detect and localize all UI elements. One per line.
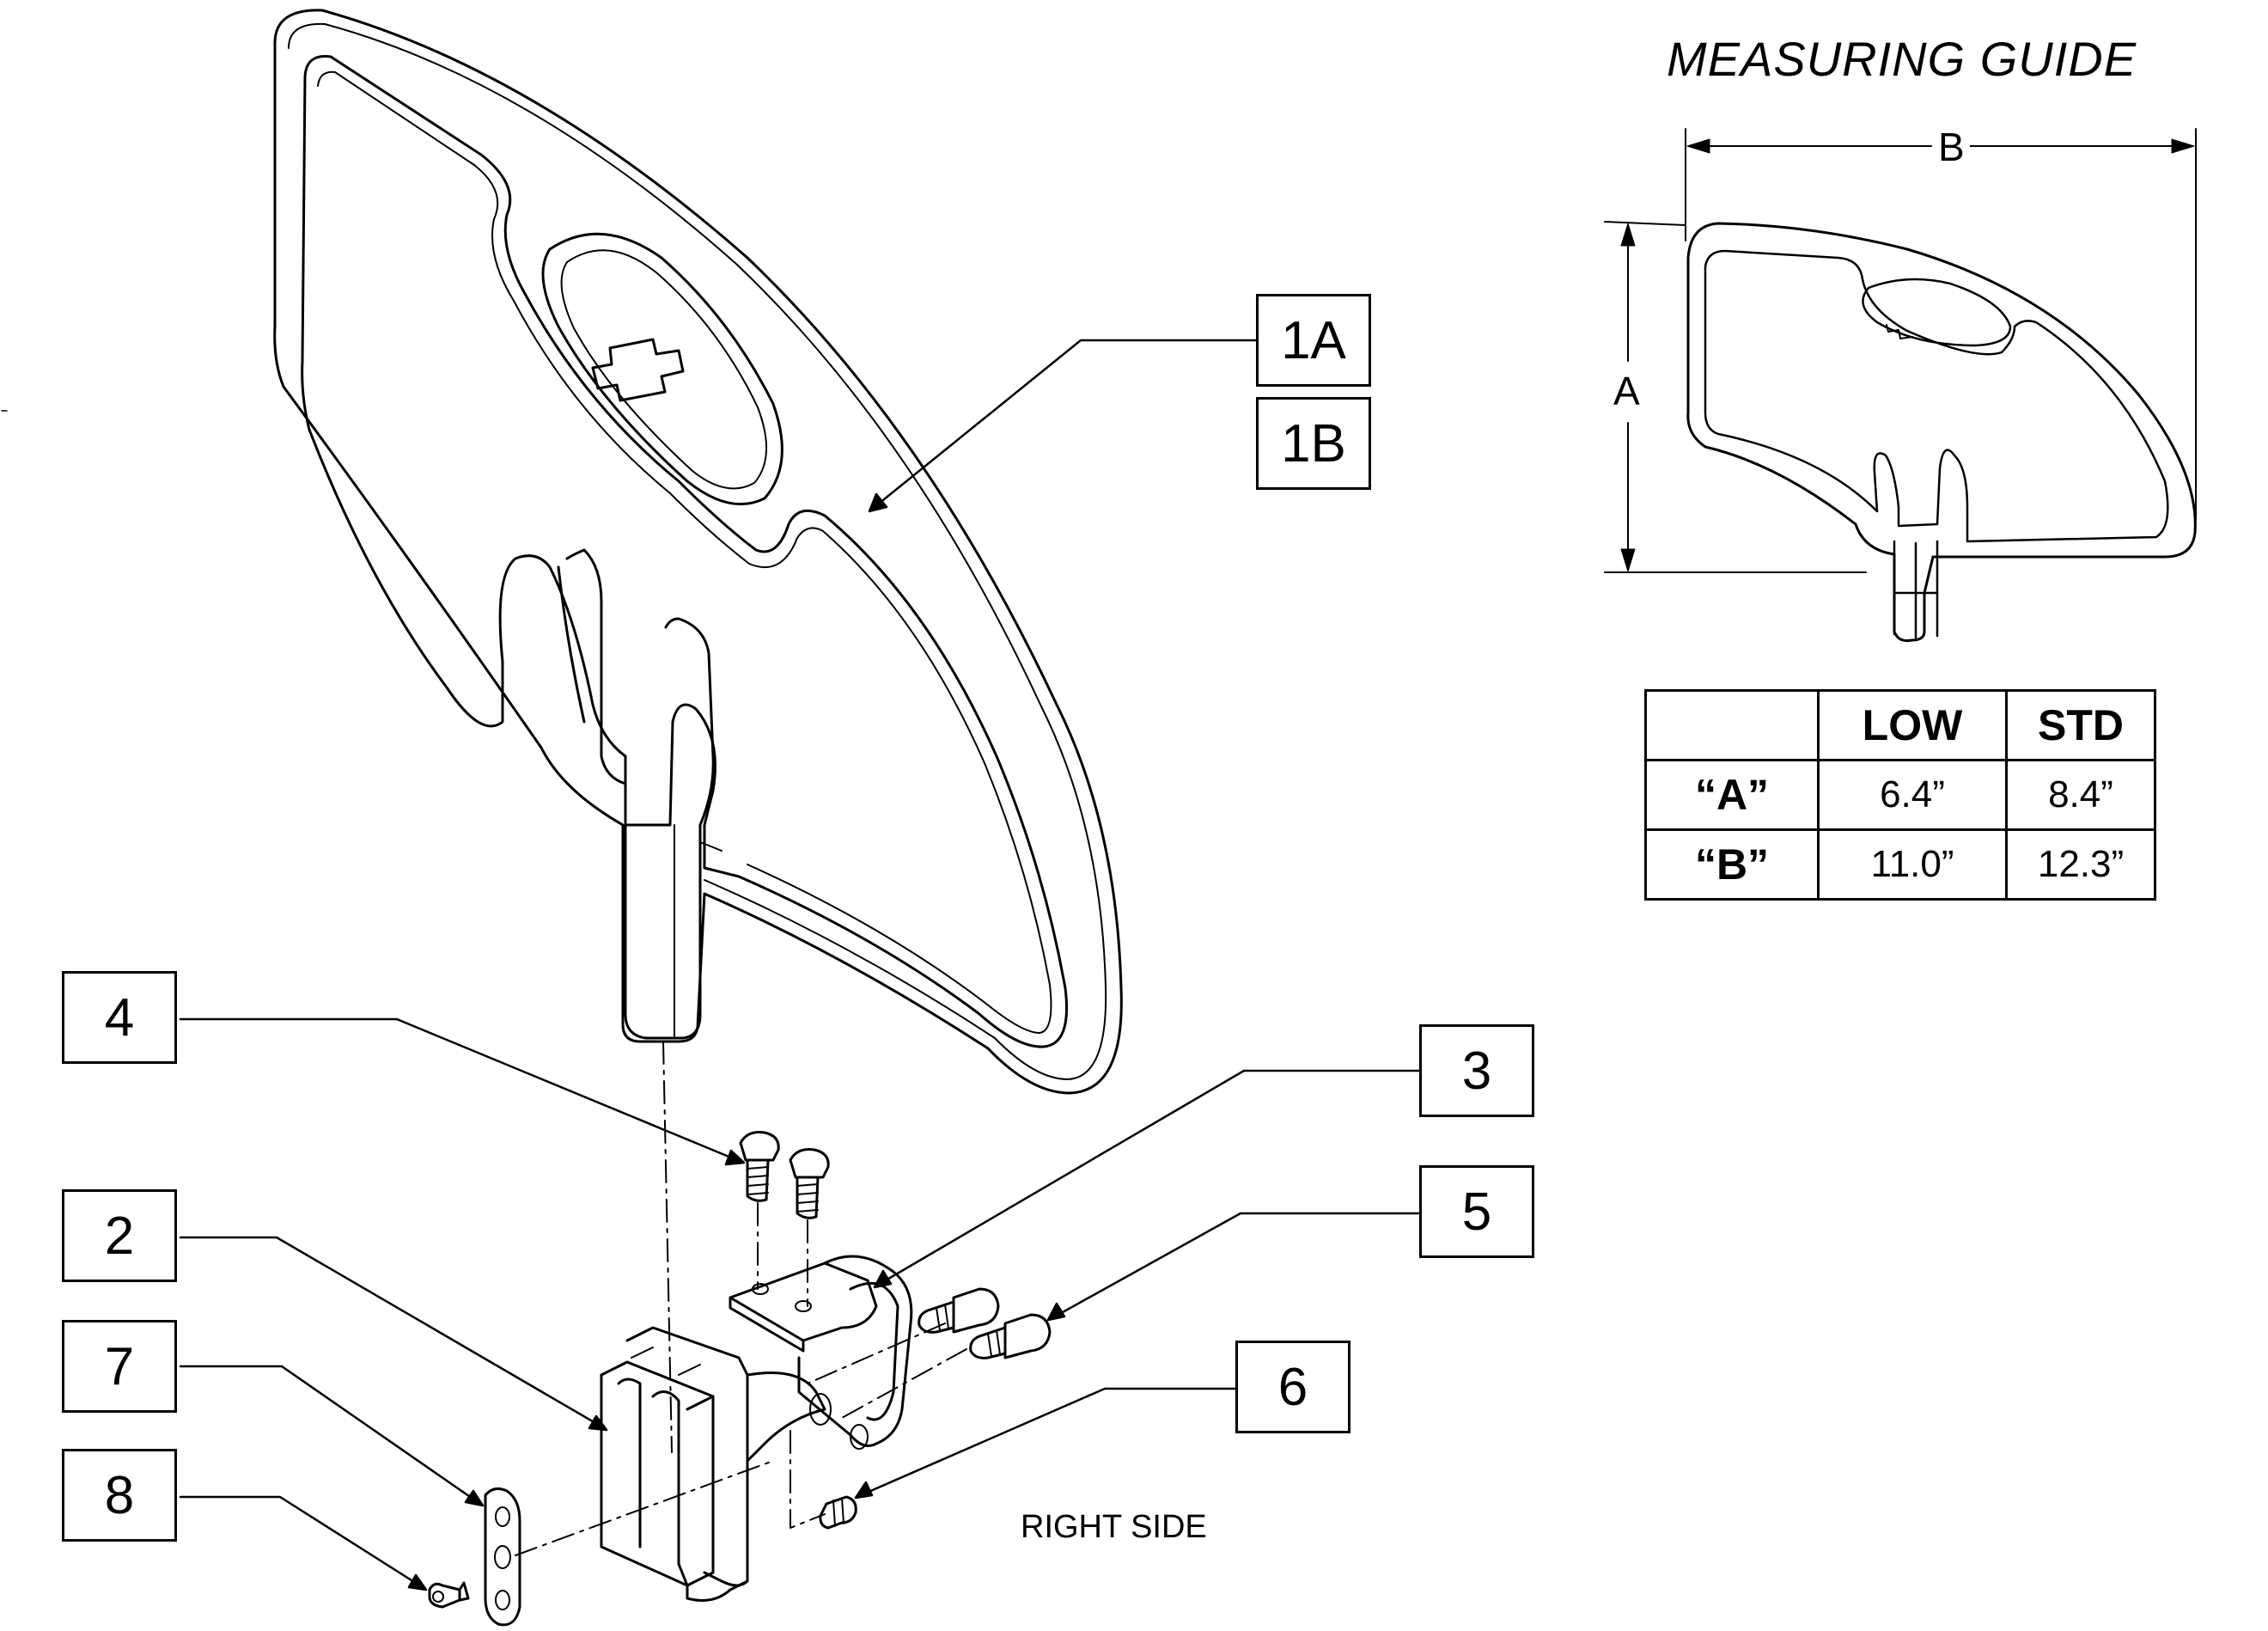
table-header-cell bbox=[1644, 689, 1820, 761]
dim-a-label: A bbox=[1608, 368, 1645, 414]
leader-lines bbox=[179, 339, 1421, 1591]
arrow-4 bbox=[724, 1149, 746, 1166]
alignment-line-screws-5 bbox=[807, 1323, 967, 1419]
clamp-body bbox=[600, 1326, 826, 1602]
guide-pad-inner bbox=[1704, 249, 2169, 543]
measuring-guide-drawing bbox=[1604, 128, 2197, 642]
alignment-line-clip-7 bbox=[515, 1460, 774, 1556]
callout-4: 4 bbox=[62, 971, 177, 1064]
arrow-8 bbox=[407, 1573, 428, 1591]
guide-pad-cutout bbox=[1862, 278, 2012, 347]
armrest-pad-inner-rim bbox=[301, 55, 1069, 1048]
table-cell: 11.0” bbox=[1817, 828, 2008, 901]
table-header-cell: LOW bbox=[1817, 689, 2008, 761]
alignment-line-setscrew-6 bbox=[790, 1430, 826, 1529]
cap-screw-5a bbox=[918, 1287, 1000, 1334]
callout-1a: 1A bbox=[1256, 294, 1371, 387]
alignment-line-stem bbox=[662, 1041, 673, 1453]
cap-screw-5b bbox=[969, 1313, 1052, 1359]
mounting-hardware bbox=[428, 1041, 1052, 1627]
arrow-7 bbox=[464, 1489, 485, 1507]
leader-5 bbox=[1053, 1212, 1421, 1318]
table-row: “A” 6.4” 8.4” bbox=[1644, 759, 2156, 831]
alignment-line-screws-4 bbox=[757, 1202, 808, 1307]
armrest-pad-cutout-inner bbox=[560, 249, 767, 490]
guide-pad-cutout-notch bbox=[1886, 324, 1913, 339]
callout-6: 6 bbox=[1235, 1341, 1350, 1433]
armrest-pad-outer-edge-inner bbox=[288, 22, 1107, 1080]
armrest-pad-right-finger bbox=[664, 617, 715, 827]
screw-4a bbox=[739, 1131, 780, 1202]
flat-screw-8 bbox=[428, 1581, 470, 1609]
measuring-guide-title: MEASURING GUIDE bbox=[1667, 32, 2137, 86]
table-cell: 8.4” bbox=[2005, 759, 2156, 831]
dim-a-arrow-bottom bbox=[1620, 548, 1636, 572]
table-row-label: “B” bbox=[1644, 828, 1820, 901]
dim-b-arrow-left bbox=[1686, 138, 1710, 154]
leader-7 bbox=[179, 1365, 479, 1504]
table-cell: 12.3” bbox=[2005, 828, 2156, 901]
table-header-row: LOW STD bbox=[1644, 689, 2156, 761]
dimensions-table: LOW STD “A” 6.4” 8.4” “B” 11.0” 12.3” bbox=[1644, 689, 2156, 901]
armrest-pad-cutout-notch bbox=[591, 338, 685, 402]
view-caption: RIGHT SIDE bbox=[1021, 1509, 1207, 1545]
arrow-6 bbox=[854, 1481, 874, 1500]
leader-3 bbox=[878, 1069, 1421, 1286]
screw-4b bbox=[789, 1148, 830, 1219]
armrest-pad-outer-edge bbox=[273, 9, 1123, 1095]
arrow-1a bbox=[868, 492, 888, 513]
arrow-3 bbox=[873, 1269, 893, 1289]
callout-2: 2 bbox=[62, 1189, 177, 1282]
dim-b-arrow-right bbox=[2171, 138, 2195, 154]
dim-a-extension-top bbox=[1604, 221, 1686, 226]
armrest-pad-stem-edge bbox=[674, 824, 722, 1037]
callout-7: 7 bbox=[62, 1320, 177, 1413]
leader-4 bbox=[179, 1017, 739, 1162]
arrow-2 bbox=[588, 1414, 608, 1432]
set-screw-6 bbox=[819, 1495, 857, 1530]
armrest-pad-left-finger bbox=[557, 548, 627, 785]
arrow-5 bbox=[1046, 1302, 1066, 1322]
leader-2 bbox=[179, 1236, 603, 1428]
armrest-pad-cutout bbox=[541, 232, 783, 506]
callout-5: 5 bbox=[1419, 1165, 1534, 1258]
dim-a-arrow-top bbox=[1620, 223, 1636, 247]
dim-b-label: B bbox=[1933, 124, 1970, 170]
guide-pad-outer bbox=[1686, 222, 2197, 642]
table-cell: 6.4” bbox=[1817, 759, 2008, 831]
table-row-label: “A” bbox=[1644, 759, 1820, 831]
leader-6 bbox=[859, 1387, 1237, 1497]
armrest-pad bbox=[273, 9, 1123, 1095]
clamp-bracket bbox=[729, 1255, 913, 1450]
callout-3: 3 bbox=[1419, 1024, 1534, 1117]
callout-8: 8 bbox=[62, 1449, 177, 1542]
table-header-cell: STD bbox=[2005, 689, 2156, 761]
armrest-pad-stem bbox=[624, 823, 702, 1040]
clip-7 bbox=[484, 1487, 521, 1627]
table-row: “B” 11.0” 12.3” bbox=[1644, 828, 2156, 901]
armrest-pad-inner-rim-2 bbox=[317, 70, 1052, 1034]
guide-pad-stem bbox=[1893, 540, 1939, 639]
leader-1a bbox=[873, 339, 1258, 509]
leader-8 bbox=[179, 1495, 423, 1588]
callout-1b: 1B bbox=[1256, 397, 1371, 490]
